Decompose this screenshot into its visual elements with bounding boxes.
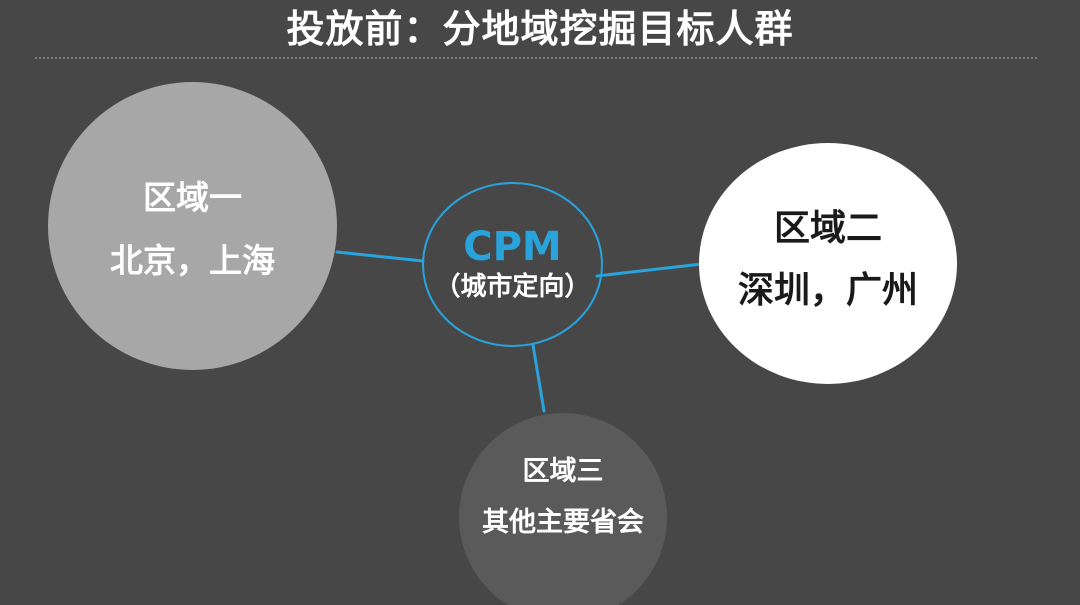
hub-cpm-sublabel: （城市定向） xyxy=(434,271,591,302)
node-region-3: 区域三 其他主要省会 xyxy=(459,413,667,605)
node-region-2: 区域二 深圳，广州 xyxy=(699,143,957,384)
node-region-3-sublabel: 其他主要省会 xyxy=(482,507,644,538)
hub-cpm-circle: CPM （城市定向） xyxy=(422,182,603,347)
title-divider-dotted-line xyxy=(35,57,1037,59)
node-region-3-label: 区域三 xyxy=(522,456,604,487)
connector-hub-to-region2 xyxy=(595,262,704,278)
connector-hub-to-region3 xyxy=(531,343,546,413)
node-region-2-sublabel: 深圳，广州 xyxy=(737,269,918,311)
node-region-1-sublabel: 北京，上海 xyxy=(110,240,275,280)
node-region-1-label: 区域一 xyxy=(143,177,242,217)
connector-region1-to-hub xyxy=(335,250,425,263)
hub-cpm-label: CPM xyxy=(463,223,562,270)
node-region-1: 区域一 北京，上海 xyxy=(48,82,337,370)
node-region-2-label: 区域二 xyxy=(773,207,882,249)
page-title: 投放前：分地域挖掘目标人群 xyxy=(286,7,794,51)
